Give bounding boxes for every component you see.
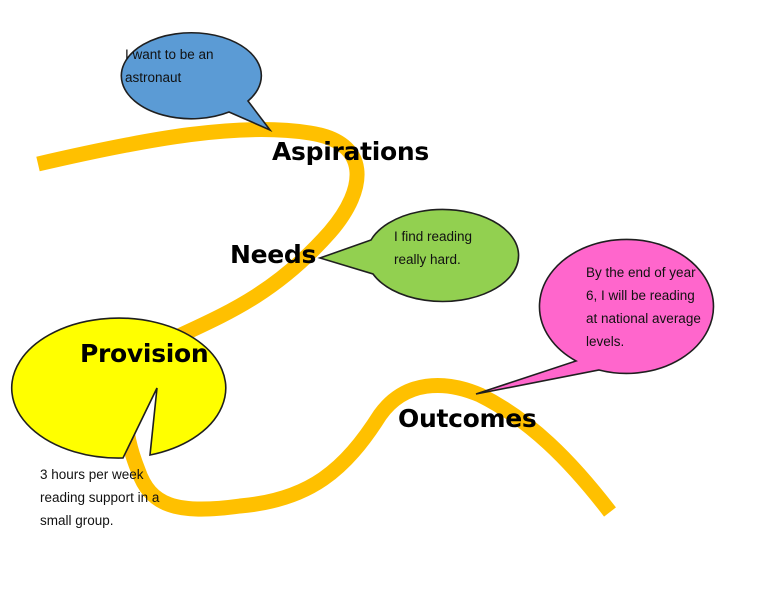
bubble-line: astronaut [125,70,182,85]
bubble-line: I find reading [394,229,473,244]
bubble-line: really hard. [394,252,461,267]
bubble-text-aspirations: I want to be an astronaut [125,43,214,89]
stage-label-outcomes: Outcomes [398,404,537,433]
speech-bubble-needs [317,208,520,303]
speech-bubble-provision [10,317,227,459]
bubble-text-outcomes: By the end of year 6, I will be reading … [586,261,701,353]
bubble-line: reading support in a [40,490,160,505]
bubble-line: 3 hours per week [40,467,144,482]
bubble-line: levels. [586,334,625,349]
bubble-line: small group. [40,513,114,528]
stage-label-needs: Needs [230,240,317,269]
bubble-line: I want to be an [125,47,214,62]
speech-bubble-aspirations [120,31,273,132]
speech-bubble-outcomes [475,238,715,395]
bubble-line: at national average [586,311,701,326]
bubble-text-provision: 3 hours per week reading support in a sm… [40,463,159,532]
stage-label-provision: Provision [80,339,209,368]
bubble-line: By the end of year [586,265,696,280]
stage-label-aspirations: Aspirations [272,137,429,166]
bubble-line: 6, I will be reading [586,288,695,303]
bubble-text-needs: I find reading really hard. [394,225,472,271]
journey-path [36,121,616,517]
